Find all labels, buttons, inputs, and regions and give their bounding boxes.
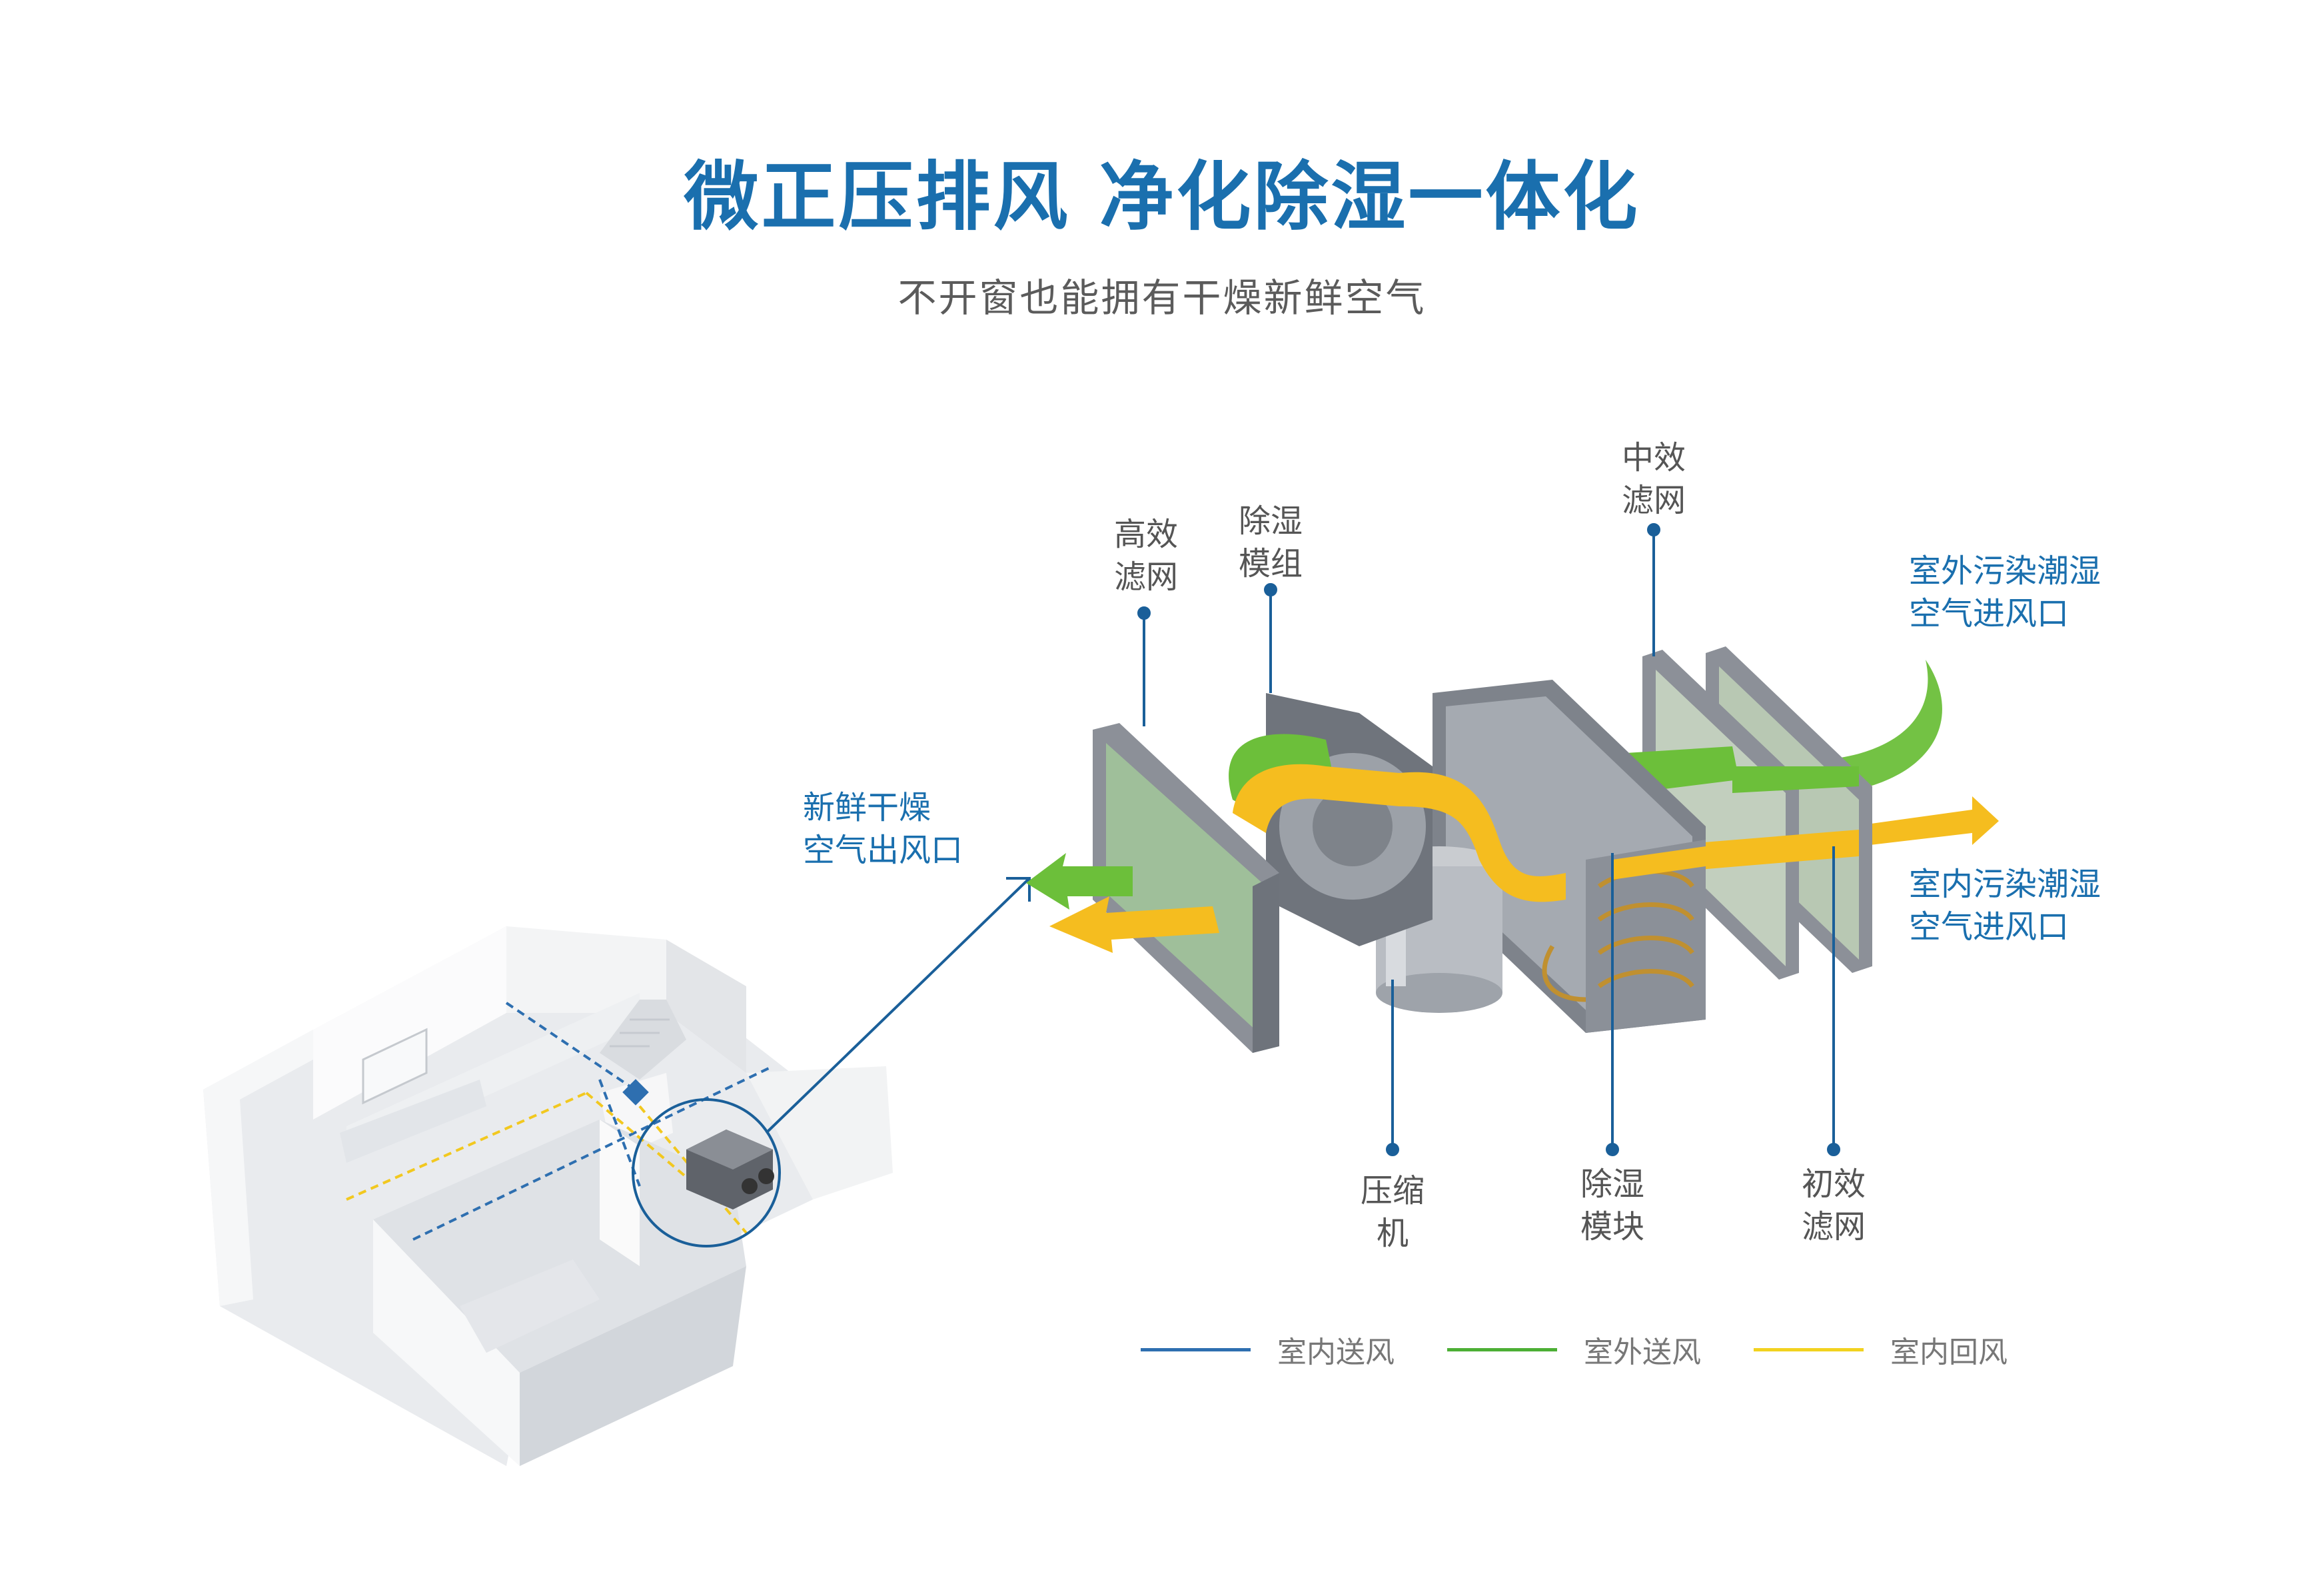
exploded-unit bbox=[1026, 646, 1999, 1053]
primary-filter-label: 初效 滤网 bbox=[1797, 1163, 1870, 1248]
dehumid-group-label-line2: 模组 bbox=[1238, 545, 1303, 582]
indoor-inlet-label-line1: 室内污染潮湿 bbox=[1909, 866, 2101, 903]
dehumid-block-label: 除湿 模块 bbox=[1576, 1163, 1649, 1248]
indoor-inlet-label-line2: 空气进风口 bbox=[1909, 908, 2069, 946]
legend-swatch-indoor-supply bbox=[1141, 1347, 1251, 1351]
leader-lines bbox=[1137, 523, 1840, 1156]
medium-filter-label-line1: 中效 bbox=[1621, 439, 1686, 476]
hepa-filter-label: 高效 滤网 bbox=[1109, 513, 1183, 598]
dehumid-block-label-line2: 模块 bbox=[1580, 1208, 1644, 1245]
legend-indoor-return: 室内回风 bbox=[1754, 1329, 2008, 1369]
medium-filter-label-line2: 滤网 bbox=[1621, 482, 1686, 519]
hepa-filter-label-line2: 滤网 bbox=[1113, 558, 1178, 596]
page-title: 微正压排风 净化除湿一体化 bbox=[684, 154, 1640, 241]
primary-filter-label-line2: 滤网 bbox=[1801, 1208, 1866, 1245]
legend-label-outdoor-supply: 室外送风 bbox=[1584, 1335, 1701, 1369]
compressor-label: 压缩机 bbox=[1360, 1172, 1425, 1252]
legend-indoor-supply: 室内送风 bbox=[1141, 1329, 1395, 1369]
fresh-outlet-label-line2: 空气出风口 bbox=[803, 832, 963, 869]
outdoor-inlet-label: 室外污染潮湿 空气进风口 bbox=[1909, 550, 2101, 635]
page-subtitle: 不开窗也能拥有干燥新鲜空气 bbox=[897, 275, 1427, 321]
legend-swatch-indoor-return bbox=[1754, 1347, 1864, 1351]
legend-swatch-outdoor-supply bbox=[1447, 1347, 1557, 1351]
fresh-outlet-label-line1: 新鲜干燥 bbox=[803, 789, 931, 826]
hepa-filter-label-line1: 高效 bbox=[1113, 516, 1178, 553]
dehumid-block-label-line1: 除湿 bbox=[1580, 1166, 1644, 1203]
legend-label-indoor-supply: 室内送风 bbox=[1277, 1335, 1395, 1369]
house-model bbox=[203, 877, 1031, 1466]
primary-filter-label-line1: 初效 bbox=[1801, 1166, 1866, 1203]
outdoor-inlet-label-line2: 空气进风口 bbox=[1909, 595, 2069, 632]
legend-label-indoor-return: 室内回风 bbox=[1890, 1335, 2008, 1369]
medium-filter-label: 中效 滤网 bbox=[1617, 436, 1690, 522]
legend-outdoor-supply: 室外送风 bbox=[1447, 1329, 1701, 1369]
indoor-inlet-label: 室内污染潮湿 空气进风口 bbox=[1909, 863, 2101, 948]
zoom-circle bbox=[632, 1098, 781, 1247]
dehumid-group-label-line1: 除湿 bbox=[1238, 502, 1303, 540]
fresh-outlet-label: 新鲜干燥 空气出风口 bbox=[803, 786, 963, 872]
outdoor-inlet-label-line1: 室外污染潮湿 bbox=[1909, 552, 2101, 590]
dehumid-group-label: 除湿 模组 bbox=[1234, 500, 1307, 585]
